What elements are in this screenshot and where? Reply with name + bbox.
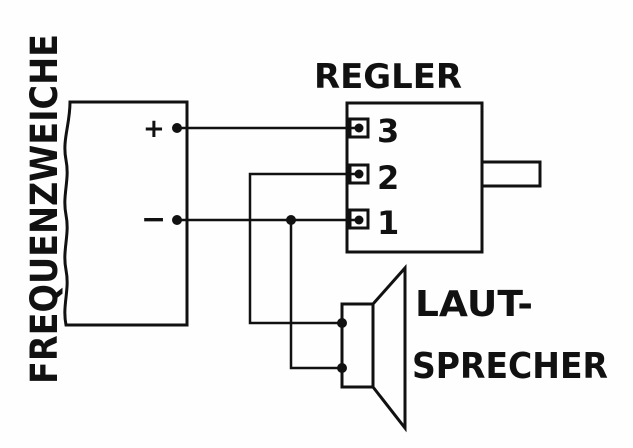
speaker-cone [371, 264, 407, 433]
regulator-label: REGLER [314, 57, 462, 97]
pin2-dot [354, 169, 364, 179]
pin-2-label: 2 [377, 159, 399, 197]
wire-pin2-to-speaker [248, 172, 359, 325]
pin3-dot [354, 123, 364, 133]
crossover-box [63, 100, 189, 327]
plus-label: + [143, 114, 165, 144]
speaker-magnet [340, 302, 375, 389]
speaker-terminal-1-dot [337, 318, 347, 328]
regulator-shaft [480, 160, 542, 188]
speaker-terminal-2-dot [337, 363, 347, 373]
speaker-label-line1: LAUT- [415, 284, 533, 325]
pin1-dot [354, 215, 364, 225]
minus-label: − [141, 202, 166, 237]
speaker-label-line2: SPRECHER [412, 346, 608, 387]
wire-pin1-to-speaker [289, 220, 342, 370]
pin-1-label: 1 [377, 204, 399, 242]
pin-3-label: 3 [377, 112, 399, 150]
crossover-label: FREQUENZWEICHE [23, 34, 66, 384]
minus-terminal-dot [172, 215, 182, 225]
junction-dot [286, 215, 296, 225]
plus-terminal-dot [172, 123, 182, 133]
